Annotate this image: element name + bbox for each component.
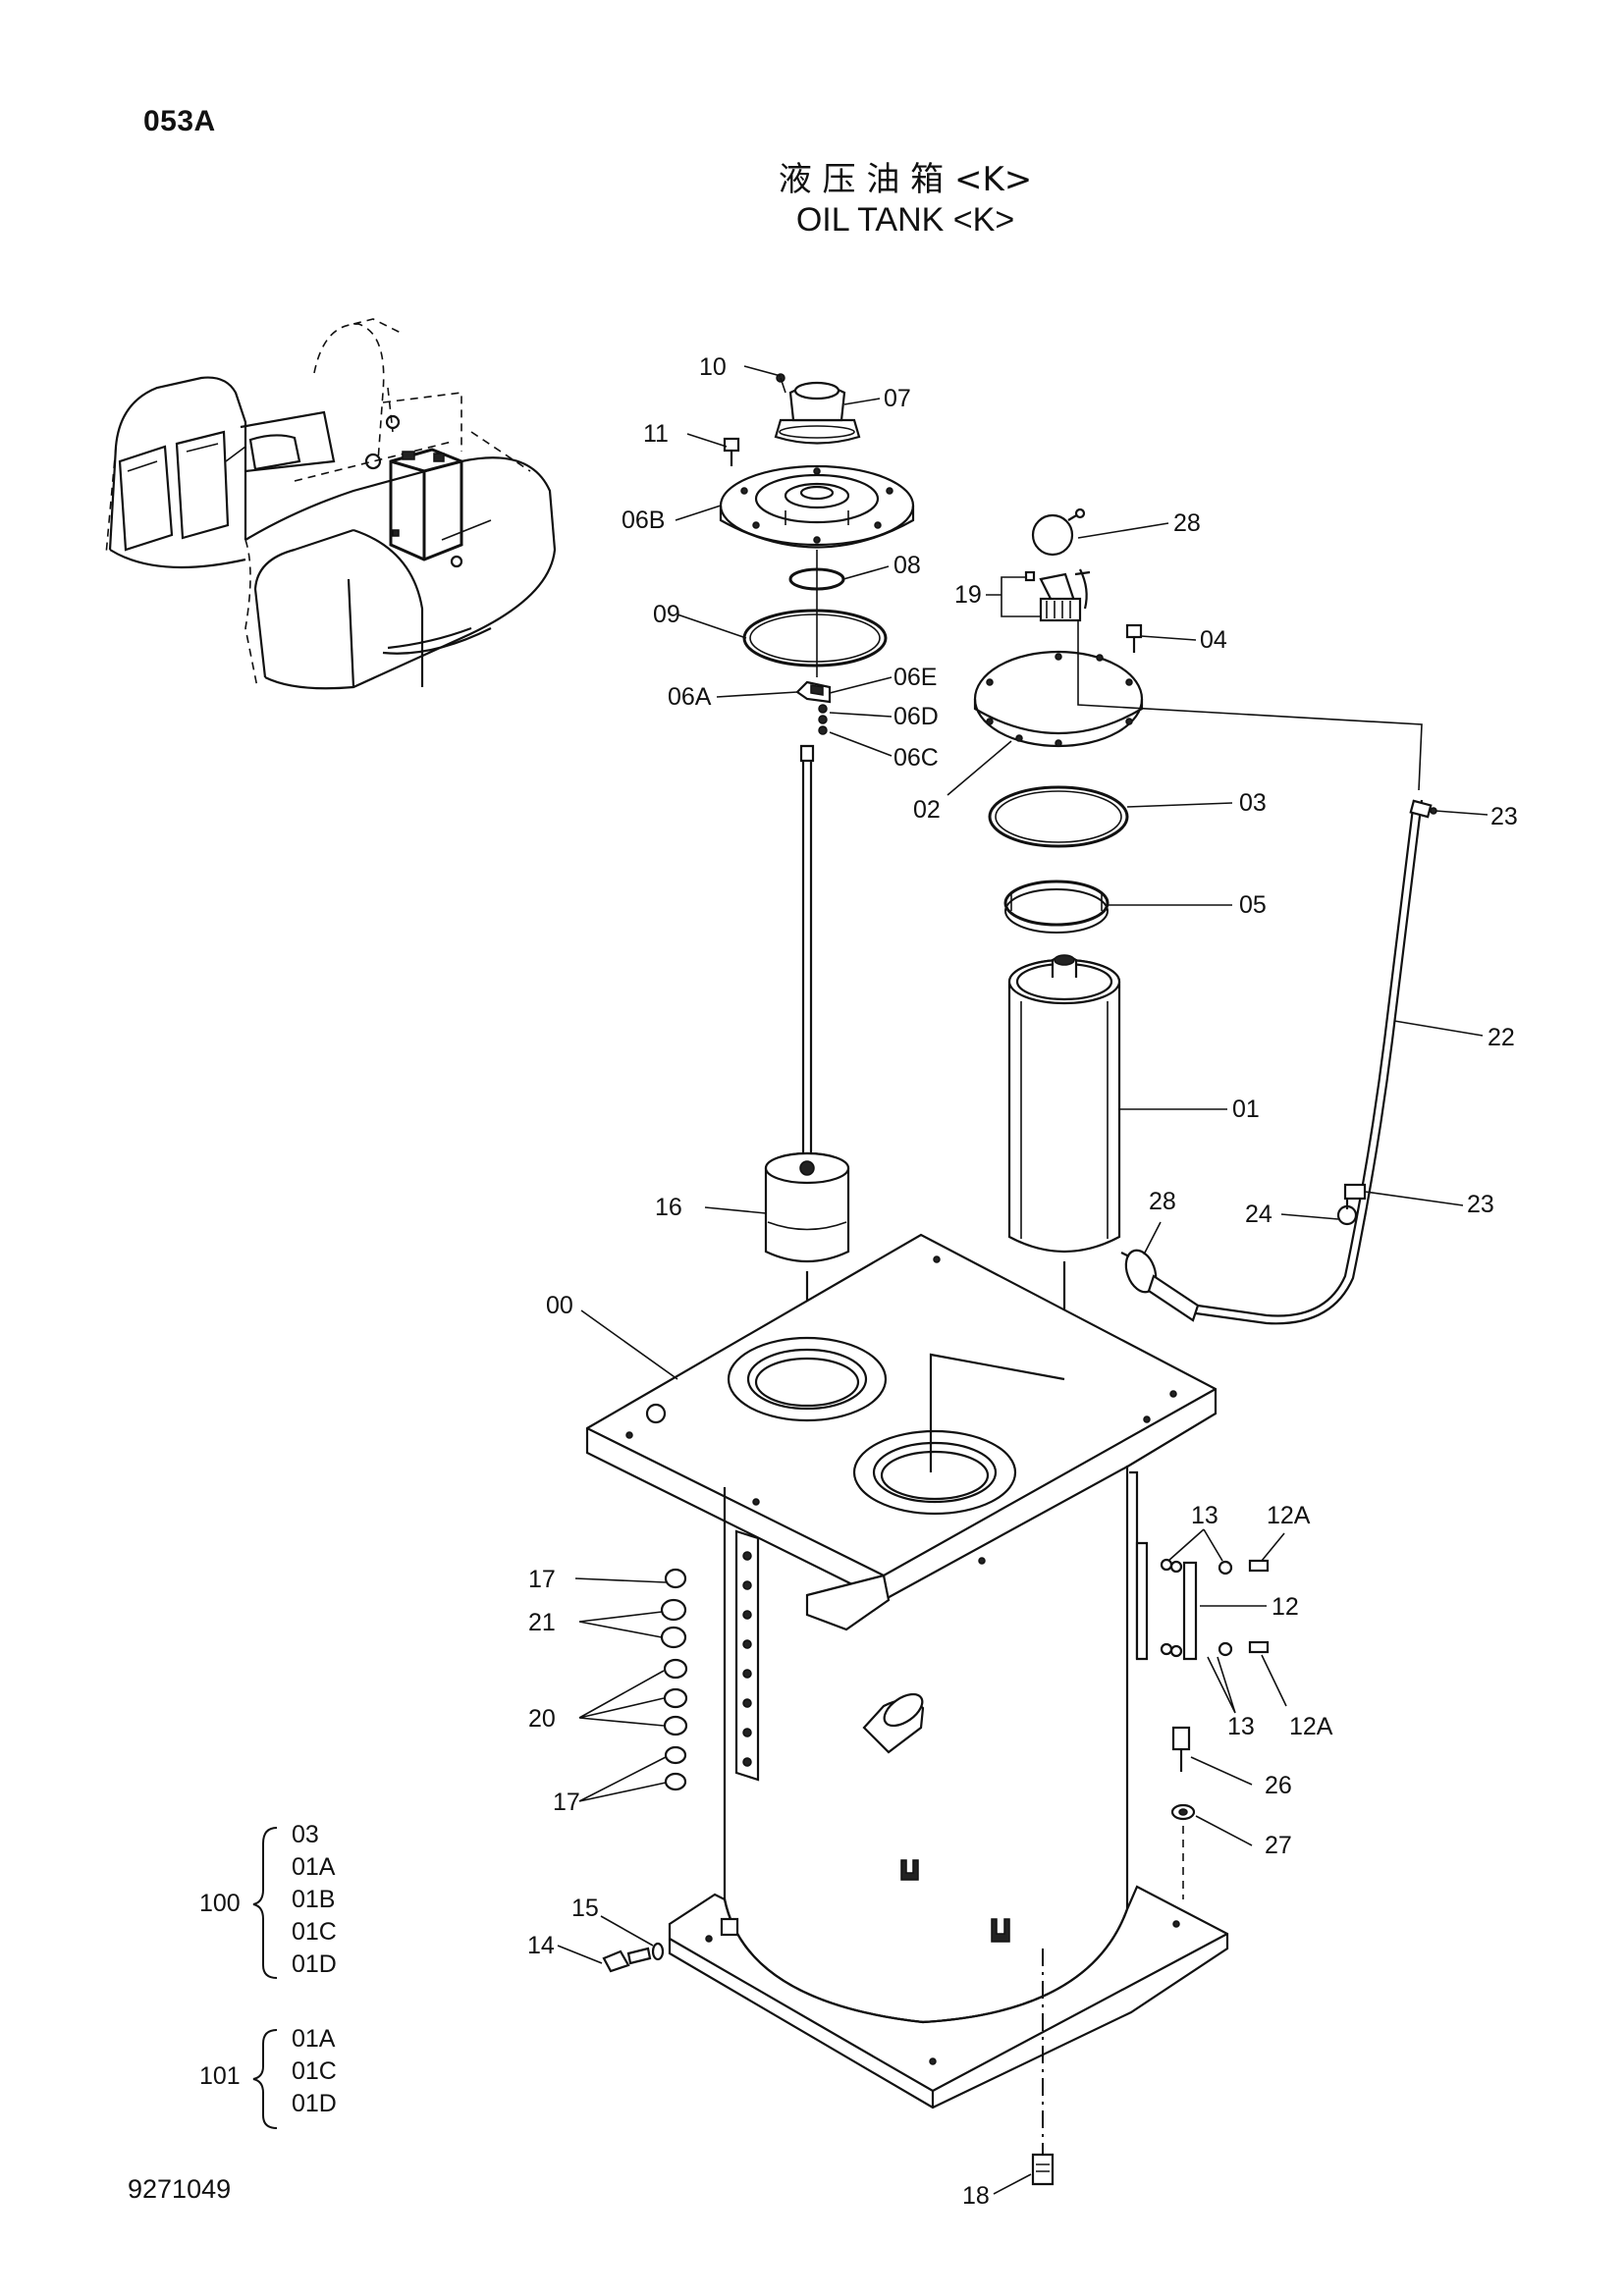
kit-101-group: 101 01A 01C 01D <box>199 2025 337 2129</box>
part-02-cover-plate <box>973 650 1144 748</box>
part-00-oil-tank <box>585 1233 1229 2109</box>
callout-10: 10 <box>699 353 727 381</box>
part-15-seal <box>651 1942 665 1961</box>
callout-08: 08 <box>893 552 921 579</box>
callout-14: 14 <box>527 1932 555 1959</box>
callout-11: 11 <box>643 420 669 448</box>
callout-labels: 10 07 11 06B 08 09 06A 06E 06D 06C 28 19… <box>527 353 1518 2210</box>
part-23-fitting-lower <box>1343 1183 1367 1201</box>
kit-101-item: 01D <box>292 2090 337 2117</box>
part-28-plug-lower <box>1120 1249 1200 1322</box>
kit-100-group: 100 03 01A 01B 01C 01D <box>199 1821 337 1979</box>
excavator-locator-sketch <box>105 318 557 690</box>
part-23-fitting-upper <box>1409 799 1437 819</box>
callout-17-bot: 17 <box>553 1789 580 1816</box>
part-28-cap <box>1031 507 1086 557</box>
callout-20: 20 <box>528 1705 556 1733</box>
callout-12a-bot: 12A <box>1289 1713 1333 1740</box>
callout-07: 07 <box>884 385 911 412</box>
kit-100-item: 01D <box>292 1950 337 1978</box>
drawing-number: 9271049 <box>128 2174 232 2204</box>
callout-27: 27 <box>1265 1832 1292 1859</box>
part-05-spring-ring <box>1003 880 1110 934</box>
kit-100-item: 03 <box>292 1821 319 1848</box>
callout-13-top: 13 <box>1191 1502 1218 1529</box>
part-01-filter-element <box>1007 954 1121 1379</box>
kit-100-item: 01B <box>292 1886 335 1913</box>
callout-19: 19 <box>954 581 982 609</box>
part-06a-bracket <box>795 680 832 704</box>
callout-12a-top: 12A <box>1267 1502 1311 1529</box>
hose-routing-line <box>1077 620 1423 791</box>
part-12-sight-gauge <box>1160 1558 1270 1661</box>
callout-06d: 06D <box>893 703 939 730</box>
callout-21: 21 <box>528 1609 556 1636</box>
title-english: OIL TANK <K> <box>795 201 1015 239</box>
leader-lines <box>557 365 1489 2195</box>
callout-22: 22 <box>1488 1024 1515 1051</box>
callout-23-bot: 23 <box>1467 1191 1494 1218</box>
callout-28-top: 28 <box>1173 509 1201 537</box>
callout-26: 26 <box>1265 1772 1292 1799</box>
callout-13-bot: 13 <box>1227 1713 1255 1740</box>
callout-04: 04 <box>1200 626 1227 654</box>
callout-23-top: 23 <box>1490 803 1518 830</box>
part-16-level-gauge-float <box>764 744 850 1374</box>
part-18-drain-plug <box>1031 2153 1055 2186</box>
callout-12: 12 <box>1272 1593 1299 1621</box>
part-04-bolt <box>1125 623 1143 653</box>
page-code: 053A <box>143 105 216 137</box>
callout-06b: 06B <box>622 507 665 534</box>
part-09-o-ring <box>742 609 888 667</box>
part-03-o-ring <box>988 785 1129 848</box>
callout-00: 00 <box>546 1292 573 1319</box>
kit-101-item: 01A <box>292 2025 336 2053</box>
part-19-valve <box>1024 568 1091 622</box>
title-chinese: 液 压 油 箱 <K> <box>778 160 1033 199</box>
kit-101-item: 01C <box>292 2057 337 2085</box>
part-24-clamp <box>1336 1198 1358 1226</box>
callout-09: 09 <box>653 601 680 628</box>
part-06c-06d-06e-fasteners <box>818 704 828 735</box>
kit-100-number: 100 <box>199 1890 241 1917</box>
part-27-washer <box>1170 1803 1196 1899</box>
parts-17-20-21-plugs <box>660 1568 688 1791</box>
callout-17-top: 17 <box>528 1566 556 1593</box>
callout-05: 05 <box>1239 891 1267 919</box>
part-26-bolt <box>1171 1726 1191 1772</box>
kit-101-number: 101 <box>199 2062 241 2090</box>
callout-01: 01 <box>1232 1095 1260 1123</box>
part-22-hose <box>1195 799 1424 1325</box>
kit-100-item: 01A <box>292 1853 336 1881</box>
callout-16: 16 <box>655 1194 682 1221</box>
callout-06a: 06A <box>668 683 712 711</box>
callout-15: 15 <box>571 1895 599 1922</box>
part-07-breather-cap <box>774 373 861 445</box>
kit-100-item: 01C <box>292 1918 337 1946</box>
callout-06e: 06E <box>893 664 937 691</box>
part-06b-flange-plate <box>719 464 915 549</box>
part-11-bolt <box>723 437 740 466</box>
part-14-drain-plug <box>602 1947 652 1973</box>
callout-06c: 06C <box>893 744 939 772</box>
callout-02: 02 <box>913 796 941 824</box>
callout-24: 24 <box>1245 1201 1272 1228</box>
callout-28-bot: 28 <box>1149 1188 1176 1215</box>
callout-18: 18 <box>962 2182 990 2210</box>
callout-03: 03 <box>1239 789 1267 817</box>
